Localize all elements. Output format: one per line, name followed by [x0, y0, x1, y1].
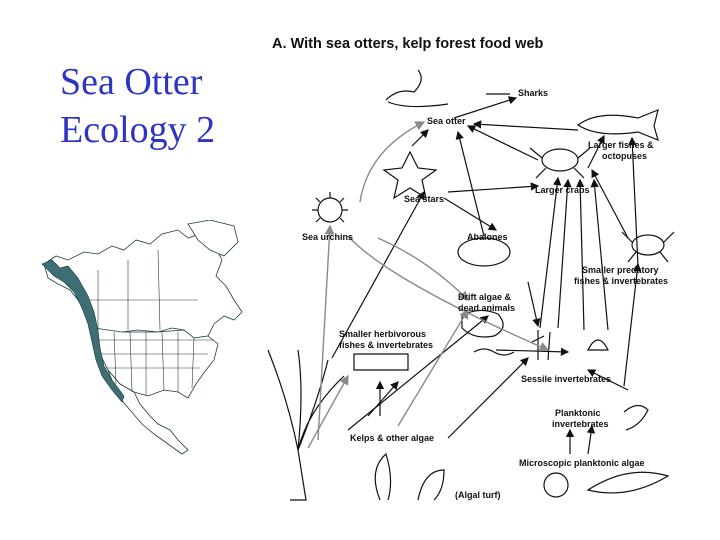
- diatom-long-icon: [586, 471, 670, 494]
- crab-icon: [541, 148, 579, 172]
- node-planktonic-line-1: Planktonic: [555, 408, 601, 418]
- node-sea-otter: Sea otter: [427, 116, 466, 126]
- node-larger-fishes-line-1: Larger fishes &: [588, 140, 654, 150]
- small-crab-icon: [631, 234, 665, 256]
- node-smaller-herbivorous-line-2: fishes & invertebrates: [339, 340, 434, 350]
- abalone-icon: [457, 237, 511, 267]
- node-algal-turf: (Algal turf): [455, 490, 501, 500]
- algal-turf-icon: [374, 452, 445, 501]
- node-sea-stars: Sea stars: [404, 194, 445, 204]
- small-invertebrate-icon: [353, 353, 409, 371]
- node-larger-fishes-line-2: octopuses: [602, 151, 648, 161]
- diagram-title: A. With sea otters, kelp forest food web: [272, 36, 544, 52]
- diatom-icon: [543, 472, 569, 498]
- drift-algae-icon: [461, 309, 504, 338]
- node-larger-crabs: Larger crabs: [535, 185, 590, 195]
- kelp-icon: [267, 349, 345, 501]
- sea-urchin-icon: [317, 197, 343, 223]
- node-smaller-herbivorous-line-1: Smaller herbivorous: [339, 329, 427, 339]
- node-smaller-predatory-line-1: Smaller predatory: [582, 265, 659, 275]
- node-smaller-predatory-line-2: fishes & invertebrates: [574, 276, 669, 286]
- node-sharks: Sharks: [518, 88, 549, 98]
- node-kelps: Kelps & other algae: [350, 433, 435, 443]
- north-america-map: [41, 220, 243, 455]
- sessile-invertebrates-icon: [531, 330, 609, 361]
- node-sessile-invertebrates: Sessile invertebrates: [521, 374, 612, 384]
- node-abalones: Abalones: [467, 232, 508, 242]
- node-microscopic-algae: Microscopic planktonic algae: [519, 458, 645, 468]
- sea-otter-range: [41, 259, 125, 403]
- node-drift-algae-line-2: dead animals: [458, 303, 516, 313]
- slide-title: Sea Otter Ecology 2: [60, 58, 260, 154]
- node-sea-urchins: Sea urchins: [302, 232, 354, 242]
- sea-star-icon: [382, 150, 438, 200]
- node-drift-algae-line-1: Drift algae &: [458, 292, 512, 302]
- slide-title-line-1: Sea Otter: [60, 61, 203, 103]
- node-planktonic-line-2: invertebrates: [552, 419, 609, 429]
- food-web-diagram: [267, 69, 675, 501]
- fish-icon: [576, 109, 659, 142]
- slide-title-line-2: Ecology 2: [60, 109, 216, 151]
- planktonic-invertebrate-icon: [623, 404, 649, 431]
- sea-otter-icon: [385, 69, 449, 108]
